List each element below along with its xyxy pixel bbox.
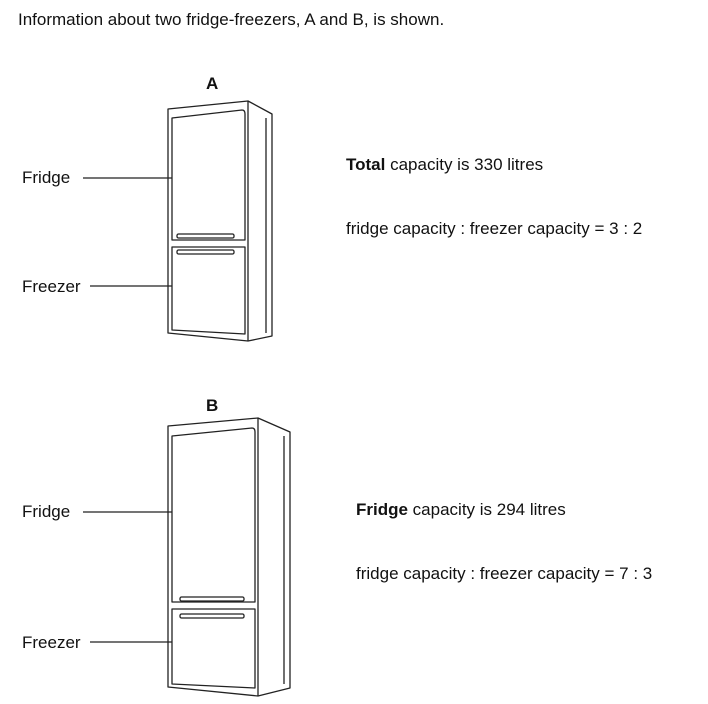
fridge-b-label-freezer: Freezer bbox=[22, 633, 81, 652]
fridge-b-body bbox=[167, 417, 291, 697]
fridge-a-fridge-door bbox=[171, 109, 246, 241]
fridge-b-fridge-door bbox=[171, 427, 256, 603]
fridge-b-info-fridge-bold: Fridge bbox=[356, 500, 408, 519]
fridge-a-info-total-bold: Total bbox=[346, 155, 386, 174]
fridge-b-info-ratio: fridge capacity : freezer capacity = 7 :… bbox=[356, 564, 653, 583]
fridge-b-heading: B bbox=[206, 396, 219, 415]
fridge-a-label-fridge: Fridge bbox=[22, 168, 71, 187]
fridge-a-label-freezer: Freezer bbox=[22, 277, 81, 296]
fridge-a-info-total: Total capacity is 330 litres bbox=[346, 155, 543, 175]
fridge-b-info-fridge: Fridge capacity is 294 litres bbox=[356, 500, 566, 520]
fridge-a-info-ratio: fridge capacity : freezer capacity = 3 :… bbox=[346, 219, 643, 238]
fridge-b-freezer-door bbox=[171, 608, 256, 689]
fridge-a-heading: A bbox=[206, 74, 219, 93]
fridge-b-handle-top bbox=[179, 596, 245, 602]
fridge-a-handle-top bbox=[176, 233, 235, 239]
fridge-b-handle-bottom bbox=[179, 613, 245, 619]
fridge-b-info-fridge-rest: capacity is 294 litres bbox=[407, 500, 566, 519]
fridge-a-handle-bottom bbox=[176, 249, 235, 255]
fridge-a-freezer-door bbox=[171, 246, 246, 335]
fridge-b-label-fridge: Fridge bbox=[22, 502, 71, 521]
intro-text: Information about two fridge-freezers, A… bbox=[18, 10, 445, 29]
fridge-a-info-total-rest: capacity is 330 litres bbox=[385, 155, 544, 174]
